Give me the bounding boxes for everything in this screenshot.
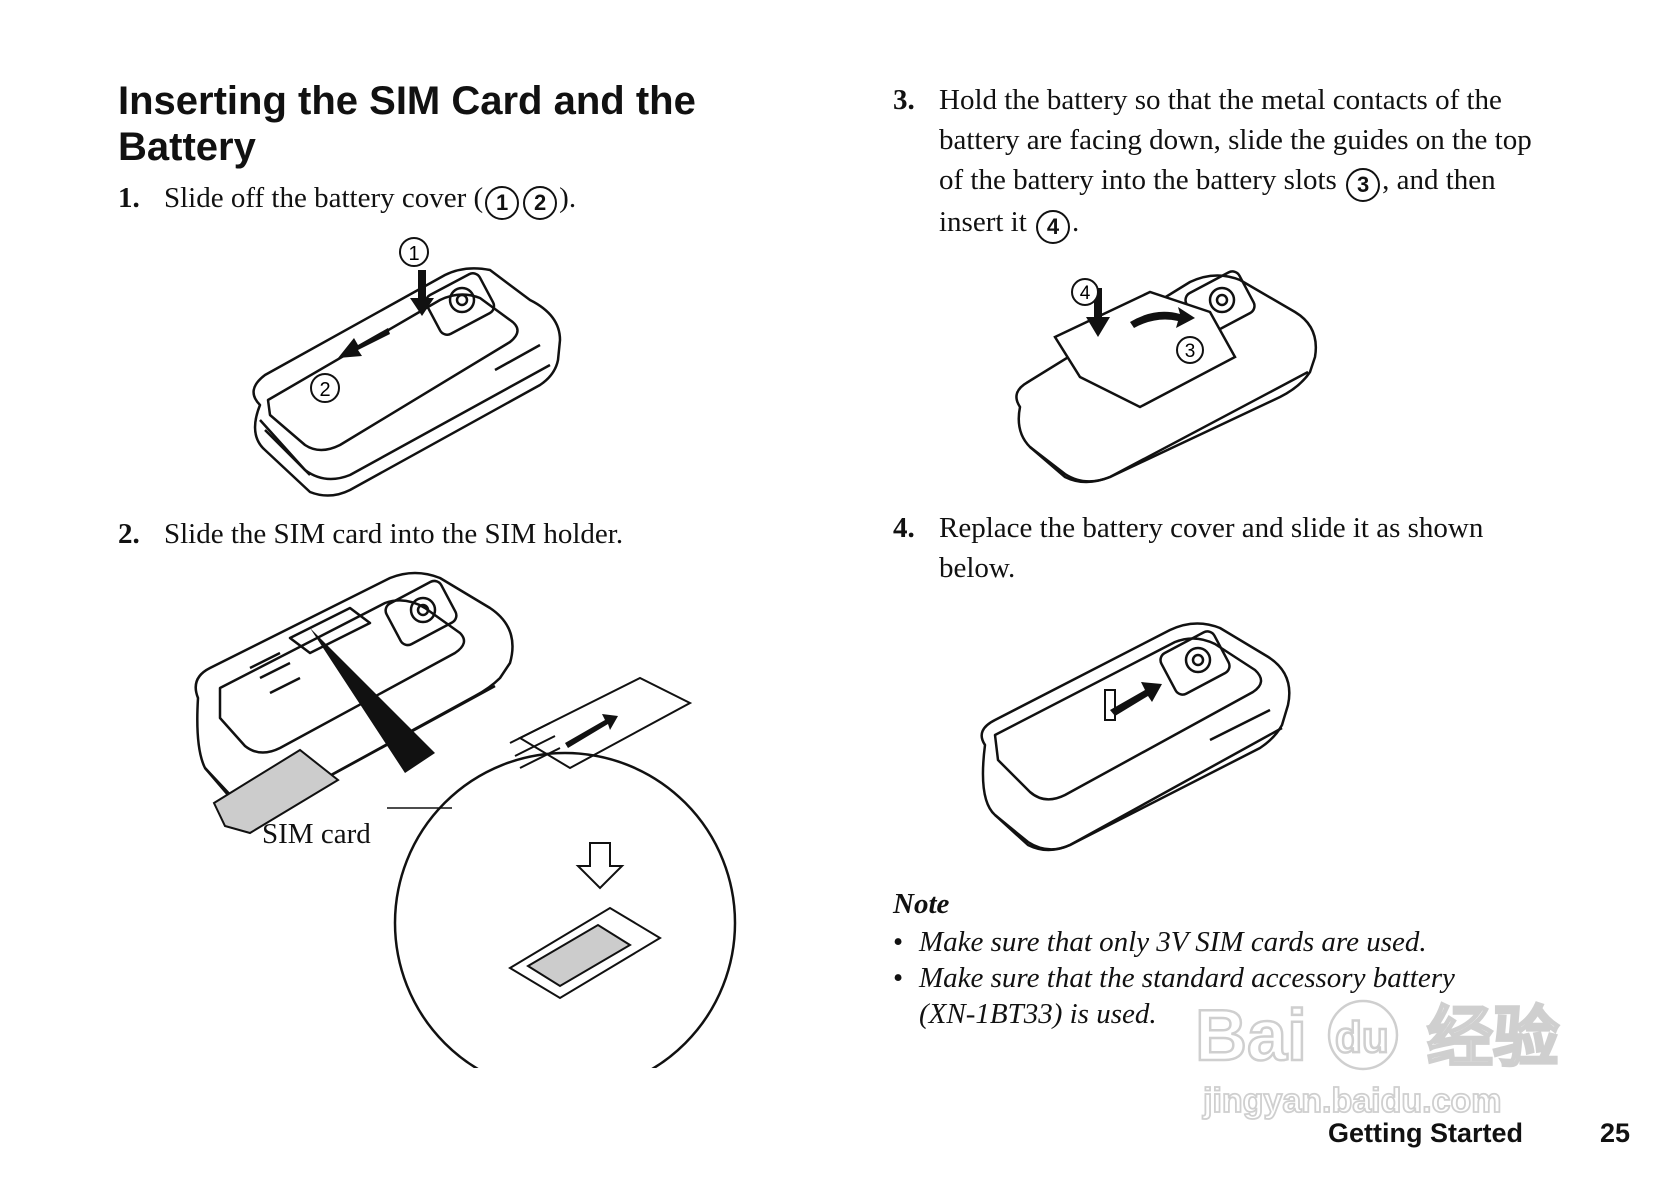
phone-edge: [994, 726, 1283, 851]
baidu-watermark: Bai du 经验 jingyan.baidu.com: [1195, 995, 1560, 1120]
camera-lens-inner: [455, 293, 469, 307]
phone-body: [980, 622, 1291, 852]
step-text: Replace the battery cover and slide it a…: [939, 512, 1484, 584]
sim-holder-inserted: [508, 906, 662, 1000]
battery-cover: [993, 637, 1263, 801]
arrow-down-outline-icon: [575, 842, 625, 890]
battery-compartment: [218, 599, 466, 754]
sim-holder: [517, 676, 693, 770]
phone-side-line: [1209, 708, 1271, 742]
page-title: Inserting the SIM Card and the Battery: [118, 79, 696, 169]
step-text: Hold the battery so that the metal conta…: [939, 80, 1532, 244]
figure-label: 3: [1185, 341, 1196, 362]
camera-lens: [1184, 646, 1212, 674]
holder-contacts: [509, 722, 561, 769]
watermark-url: jingyan.baidu.com: [1202, 1082, 1501, 1120]
footer-section: Getting Started: [1328, 1118, 1524, 1148]
battery: [1053, 290, 1237, 409]
step-number: 2.: [118, 518, 140, 550]
phone-edge: [1029, 370, 1309, 483]
battery-edge: [1054, 336, 1081, 378]
step-text: Slide the SIM card into the SIM holder.: [164, 518, 624, 550]
camera-module: [424, 272, 496, 336]
camera-lens-inner: [1215, 293, 1229, 307]
figure-label: 2: [319, 379, 330, 401]
figure-label: 4: [1080, 283, 1091, 304]
figure-insert-sim: [194, 571, 737, 1068]
bullet: •: [893, 962, 904, 994]
arrow-slide-icon: [1110, 682, 1162, 716]
note-item: • Make sure that only 3V SIM cards are u…: [893, 926, 1427, 958]
label-circle: [399, 237, 429, 267]
label-circle: [1176, 336, 1204, 364]
figure-label: 1: [408, 243, 419, 265]
step-4: 4. Replace the battery cover and slide i…: [893, 508, 1623, 588]
phone-side-line: [494, 343, 541, 372]
camera-lens-inner: [1191, 653, 1205, 667]
label-circle: [310, 373, 340, 403]
arrow-left-icon: [338, 328, 390, 358]
zoom-pointer: [310, 628, 435, 773]
arrow-down-icon: [410, 270, 434, 316]
circled-number: 4: [1036, 210, 1071, 244]
watermark-brand: Bai: [1195, 996, 1307, 1076]
step-number: 3.: [893, 84, 915, 116]
camera-lens: [448, 286, 476, 314]
step-number: 1.: [118, 182, 140, 214]
step-3: 3. Hold the battery so that the metal co…: [893, 80, 1623, 244]
phone-bottom-line: [264, 429, 311, 476]
arrow-stem: [1104, 689, 1116, 721]
zoom-circle: [393, 751, 737, 1068]
sim-card-inserted: [526, 923, 632, 988]
note-item: • Make sure that the standard accessory …: [893, 962, 1455, 1030]
sim-card: [212, 748, 340, 835]
camera-lens-inner: [416, 603, 430, 617]
label-circle: [1071, 278, 1099, 306]
arrow-curve-icon: [1130, 307, 1195, 328]
watermark-cn: 经验: [1427, 1000, 1559, 1074]
page-number: 25: [1600, 1118, 1631, 1148]
camera-module: [384, 579, 458, 647]
camera-module: [1159, 630, 1231, 696]
bullet: •: [893, 926, 904, 958]
note-heading: Note: [893, 888, 950, 920]
figure-replace-cover: [980, 622, 1291, 852]
sim-slot: [288, 606, 372, 655]
arrow-down-icon: [1086, 288, 1110, 337]
camera-lens: [1208, 286, 1236, 314]
circled-number: 1: [485, 186, 520, 220]
figure-insert-battery: 4 3: [1015, 270, 1318, 484]
paw-icon: [1327, 999, 1399, 1071]
step-number: 4.: [893, 512, 915, 544]
contacts: [249, 651, 301, 695]
phone-edge: [259, 363, 551, 481]
circled-number: 2: [523, 186, 558, 220]
figure-remove-cover: 1 2: [252, 237, 562, 497]
camera-lens: [409, 596, 437, 624]
note-list: • Make sure that only 3V SIM cards are u…: [893, 924, 1573, 1032]
arrow-insert-icon: [565, 714, 618, 748]
step-2: 2. Slide the SIM card into the SIM holde…: [118, 514, 738, 554]
phone-body: [252, 267, 562, 497]
watermark-brand2: du: [1335, 1013, 1389, 1062]
sim-card-label: SIM card: [262, 818, 371, 850]
circled-number: 3: [1346, 168, 1381, 202]
